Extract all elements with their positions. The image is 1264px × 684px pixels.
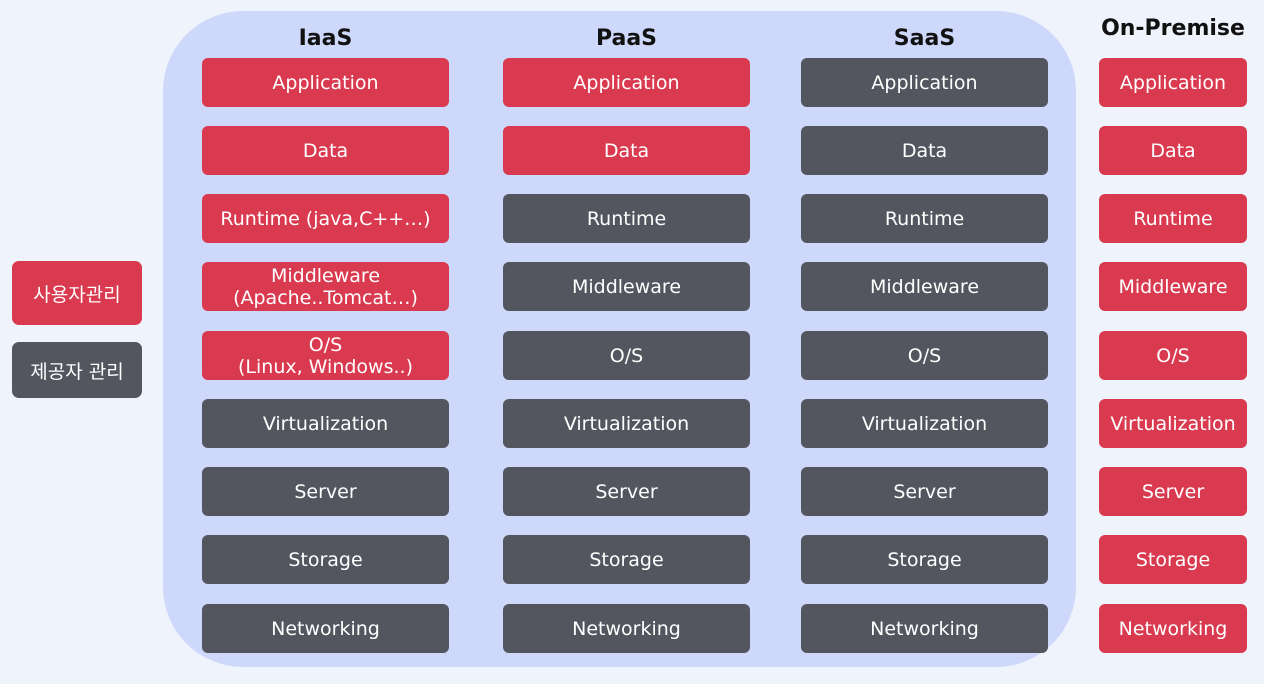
layer-label: Data <box>302 139 349 162</box>
layer-label: Virtualization <box>262 412 389 435</box>
iaas-layer-virtualization: Virtualization <box>202 399 449 448</box>
paas-layer-data: Data <box>503 126 750 175</box>
layer-label: Middleware <box>270 264 381 287</box>
layer-label: O/S <box>1156 344 1190 367</box>
layer-label: Middleware <box>571 275 682 298</box>
saas-layer-storage: Storage <box>801 535 1048 584</box>
layer-label: Networking <box>870 617 979 640</box>
layer-label: Storage <box>288 548 363 571</box>
on-premise-layer-virtualization: Virtualization <box>1099 399 1247 448</box>
legend-provider-managed-label: 제공자 관리 <box>30 360 124 383</box>
iaas-layer-networking: Networking <box>202 604 449 653</box>
layer-label: Networking <box>1118 617 1228 640</box>
saas-layer-middleware: Middleware <box>801 262 1048 311</box>
paas-layer-middleware: Middleware <box>503 262 750 311</box>
layer-label: Data <box>901 139 948 162</box>
layer-label: Virtualization <box>861 412 988 435</box>
on-premise-layer-storage: Storage <box>1099 535 1247 584</box>
paas-layer-storage: Storage <box>503 535 750 584</box>
layer-label: Application <box>272 71 379 94</box>
iaas-layer-middleware: Middleware(Apache..Tomcat…) <box>202 262 449 311</box>
layer-label: Application <box>871 71 978 94</box>
iaas-layer-runtime-java-c: Runtime (java,C++…) <box>202 194 449 243</box>
saas-layer-o-s: O/S <box>801 331 1048 380</box>
on-premise-layer-networking: Networking <box>1099 604 1247 653</box>
on-premise-layer-middleware: Middleware <box>1099 262 1247 311</box>
iaas-layer-storage: Storage <box>202 535 449 584</box>
iaas-layer-data: Data <box>202 126 449 175</box>
layer-label: (Apache..Tomcat…) <box>233 286 418 309</box>
layer-label: Application <box>573 71 680 94</box>
layer-label: Middleware <box>1118 275 1228 298</box>
saas-layer-runtime: Runtime <box>801 194 1048 243</box>
on-premise-layer-server: Server <box>1099 467 1247 516</box>
legend-user-managed-label: 사용자관리 <box>33 283 121 306</box>
column-title-on-premise: On-Premise <box>1101 16 1245 41</box>
saas-layer-networking: Networking <box>801 604 1048 653</box>
layer-label: Server <box>1141 480 1205 503</box>
column-title-paas: PaaS <box>595 26 658 51</box>
on-premise-layer-runtime: Runtime <box>1099 194 1247 243</box>
layer-label: Storage <box>887 548 962 571</box>
layer-label: Storage <box>589 548 664 571</box>
layer-label: Runtime (java,C++…) <box>220 207 431 230</box>
layer-label: Data <box>603 139 650 162</box>
legend-user-managed: 사용자관리 <box>12 261 142 325</box>
layer-label: Runtime <box>586 207 667 230</box>
on-premise-layer-application: Application <box>1099 58 1247 107</box>
layer-label: Application <box>1119 71 1227 94</box>
legend-provider-managed: 제공자 관리 <box>12 342 142 398</box>
layer-label: O/S <box>907 344 942 367</box>
layer-label: Virtualization <box>1110 412 1236 435</box>
iaas-layer-server: Server <box>202 467 449 516</box>
paas-layer-o-s: O/S <box>503 331 750 380</box>
layer-label: O/S <box>308 333 343 356</box>
iaas-layer-application: Application <box>202 58 449 107</box>
paas-layer-virtualization: Virtualization <box>503 399 750 448</box>
column-title-iaas: IaaS <box>298 26 353 51</box>
layer-label: Networking <box>271 617 380 640</box>
column-title-saas: SaaS <box>893 26 956 51</box>
layer-label: Middleware <box>869 275 980 298</box>
layer-label: Runtime <box>884 207 965 230</box>
layer-label: Virtualization <box>563 412 690 435</box>
layer-label: (Linux, Windows..) <box>238 355 413 378</box>
layer-label: O/S <box>609 344 644 367</box>
on-premise-layer-o-s: O/S <box>1099 331 1247 380</box>
paas-layer-application: Application <box>503 58 750 107</box>
on-premise-layer-data: Data <box>1099 126 1247 175</box>
paas-layer-networking: Networking <box>503 604 750 653</box>
layer-label: Networking <box>572 617 681 640</box>
saas-layer-server: Server <box>801 467 1048 516</box>
layer-label: Storage <box>1135 548 1211 571</box>
saas-layer-data: Data <box>801 126 1048 175</box>
iaas-layer-o-s: O/S(Linux, Windows..) <box>202 331 449 380</box>
saas-layer-virtualization: Virtualization <box>801 399 1048 448</box>
paas-layer-server: Server <box>503 467 750 516</box>
layer-label: Server <box>893 480 956 503</box>
layer-label: Server <box>595 480 658 503</box>
layer-label: Data <box>1150 139 1196 162</box>
paas-layer-runtime: Runtime <box>503 194 750 243</box>
saas-layer-application: Application <box>801 58 1048 107</box>
layer-label: Server <box>294 480 357 503</box>
layer-label: Runtime <box>1133 207 1213 230</box>
